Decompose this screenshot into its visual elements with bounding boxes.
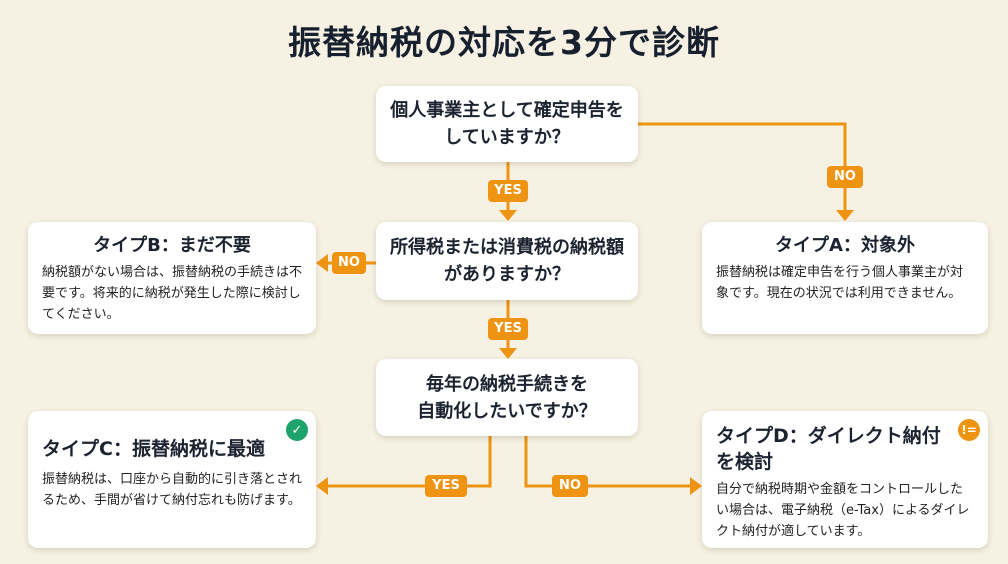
- type-a-title: タイプA：対象外: [775, 235, 915, 256]
- type-d-title: タイプD：ダイレクト納付を検討: [716, 425, 941, 473]
- badge-q1-yes: YES: [488, 180, 528, 202]
- question-node-3: 毎年の納税手続きを 自動化したいですか？: [376, 359, 638, 436]
- result-card-type-b: タイプB：まだ不要 納税額がない場合は、振替納税の手続きは不要です。将来的に納税…: [28, 222, 316, 334]
- badge-q2-yes: YES: [488, 318, 528, 340]
- edge-q1-no: [638, 122, 847, 212]
- question-3-line2: 自動化したいですか？: [417, 400, 597, 422]
- question-2-line2: がありますか？: [444, 264, 570, 285]
- type-d-body: 自分で納税時期や金額をコントロールしたい場合は、電子納税（e-Tax）によるダイ…: [716, 482, 970, 539]
- badge-q1-no: NO: [827, 166, 863, 188]
- page-title: 振替納税の対応を3分で診断: [288, 23, 720, 62]
- edge-q3-yes: [326, 436, 492, 488]
- arrowhead-q2: [499, 210, 517, 221]
- badge-q2-no: NO: [332, 252, 366, 274]
- badge-q3-yes: YES: [425, 475, 467, 497]
- arrowhead-type-d: [690, 477, 702, 495]
- question-1-line2: していますか？: [444, 127, 570, 148]
- type-b-title: タイプB：まだ不要: [93, 235, 251, 256]
- type-b-body: 納税額がない場合は、振替納税の手続きは不要です。将来的に納税が発生した際に検討し…: [42, 265, 303, 322]
- type-c-title: タイプC：振替納税に最適: [42, 438, 265, 460]
- question-node-2: 所得税または消費税の納税額 がありますか？: [376, 222, 638, 300]
- arrowhead-type-c: [316, 477, 328, 495]
- type-c-body: 振替納税は、口座から自動的に引き落とされるため、手間が省けて納付忘れも防げます。: [42, 472, 303, 508]
- result-card-type-d: タイプD：ダイレクト納付を検討 自分で納税時期や金額をコントロールしたい場合は、…: [702, 411, 988, 548]
- info-list-icon: !=: [958, 419, 980, 441]
- type-a-body: 振替納税は確定申告を行う個人事業主が対象です。現在の状況では利用できません。: [716, 265, 964, 301]
- question-1-line1: 個人事業主として確定申告を: [390, 100, 624, 121]
- result-card-type-a: タイプA：対象外 振替納税は確定申告を行う個人事業主が対象です。現在の状況では利…: [702, 222, 988, 334]
- question-3-line1: 毎年の納税手続きを: [426, 373, 588, 395]
- edge-q3-no: [524, 436, 692, 488]
- question-2-line1: 所得税または消費税の納税額: [390, 237, 624, 258]
- check-circle-icon: ✓: [286, 419, 308, 441]
- arrowhead-q3: [499, 348, 517, 359]
- result-card-type-c: タイプC：振替納税に最適 振替納税は、口座から自動的に引き落とされるため、手間が…: [28, 411, 316, 548]
- question-node-1: 個人事業主として確定申告を していますか？: [376, 86, 638, 162]
- arrowhead-type-a: [836, 210, 854, 221]
- badge-q3-no: NO: [552, 475, 588, 497]
- arrowhead-type-b: [316, 254, 328, 272]
